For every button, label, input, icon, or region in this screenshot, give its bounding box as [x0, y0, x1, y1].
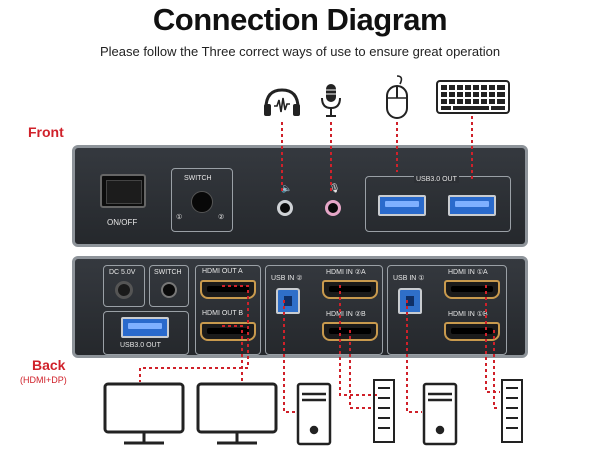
speaker-icon: 🔈	[281, 183, 293, 193]
page-subtitle: Please follow the Three correct ways of …	[99, 44, 501, 59]
graphics-card-icon	[501, 379, 523, 443]
line-usb-2	[283, 300, 296, 413]
hdmi-out-a-port[interactable]	[200, 280, 256, 299]
back-label: Back	[32, 357, 66, 373]
headphones-icon	[264, 88, 300, 116]
input-2-box: USB IN ② HDMI IN ②A HDMI IN ②B	[265, 265, 383, 355]
front-switch-box: SWITCH ① ②	[171, 168, 233, 232]
hdmi-in-1a-label: HDMI IN ①A	[448, 269, 488, 276]
back-switch-port[interactable]	[161, 282, 177, 298]
front-usb-out-box: USB3.0 OUT	[365, 176, 511, 232]
front-usb-port-1[interactable]	[378, 195, 426, 216]
line-hdmi-1b	[493, 330, 500, 409]
audio-out-jack[interactable]	[277, 200, 293, 216]
line-hdmi-2a	[339, 285, 380, 396]
hdmi-in-1b-port[interactable]	[444, 322, 500, 341]
hdmi-in-2a-label: HDMI IN ②A	[326, 269, 366, 276]
monitor-icon	[196, 382, 278, 445]
usb-in-2-label: USB IN ②	[271, 275, 303, 282]
usb-in-1-label: USB IN ①	[393, 275, 425, 282]
hdmi-in-1b-label: HDMI IN ①B	[448, 311, 488, 318]
front-usb-out-label: USB3.0 OUT	[414, 176, 459, 183]
mic-in-jack[interactable]	[325, 200, 341, 216]
front-usb-port-2[interactable]	[448, 195, 496, 216]
front-panel: ON/OFF SWITCH ① ② 🔈 🎙 USB3.0 OUT	[72, 145, 528, 247]
switch-2-label: ②	[218, 214, 225, 221]
hdmi-out-a-label: HDMI OUT A	[202, 268, 243, 275]
usb-in-1-port[interactable]	[398, 288, 422, 314]
microphone-icon	[321, 84, 341, 117]
back-usb-port[interactable]	[121, 317, 169, 338]
switch-1-label: ①	[176, 214, 183, 221]
back-switch-label: SWITCH	[154, 269, 182, 276]
dc-power-port[interactable]	[115, 281, 133, 299]
hdmi-in-2b-label: HDMI IN ②B	[326, 311, 366, 318]
line-hdmi-2b	[349, 330, 372, 409]
front-switch-label: SWITCH	[184, 175, 212, 182]
power-switch[interactable]	[100, 174, 146, 208]
onoff-label: ON/OFF	[107, 218, 138, 227]
back-panel: DC 5.0V SWITCH USB3.0 OUT HDMI OUT A HDM…	[72, 256, 528, 358]
back-dc-box: DC 5.0V	[103, 265, 145, 307]
pc-tower-icon	[422, 382, 458, 446]
pc-tower-icon	[296, 382, 332, 446]
front-label: Front	[28, 124, 64, 140]
hdmi-out-b-label: HDMI OUT B	[202, 310, 244, 317]
line-usb-1	[406, 300, 422, 413]
back-switch-box: SWITCH	[149, 265, 189, 307]
mic-small-icon: 🎙	[329, 183, 341, 193]
line-monitor-a	[139, 285, 249, 382]
graphics-card-icon	[373, 379, 395, 443]
input-1-box: USB IN ① HDMI IN ①A HDMI IN ①B	[387, 265, 507, 355]
page-title: Connection Diagram	[152, 2, 448, 37]
switch-button[interactable]	[191, 191, 213, 213]
line-hdmi-1a	[485, 285, 500, 393]
hdmi-in-2a-port[interactable]	[322, 280, 378, 299]
hdmi-in-1a-port[interactable]	[444, 280, 500, 299]
power-rocker	[106, 180, 142, 204]
usb-in-2-port[interactable]	[276, 288, 300, 314]
line-monitor-b	[222, 325, 243, 382]
monitor-icon	[103, 382, 185, 445]
back-usb-out-label: USB3.0 OUT	[120, 342, 161, 349]
back-usb-out-box: USB3.0 OUT	[103, 311, 189, 355]
back-sublabel: (HDMI+DP)	[20, 375, 67, 385]
dc-label: DC 5.0V	[109, 269, 136, 276]
mouse-icon	[386, 75, 408, 119]
keyboard-icon	[436, 80, 510, 114]
